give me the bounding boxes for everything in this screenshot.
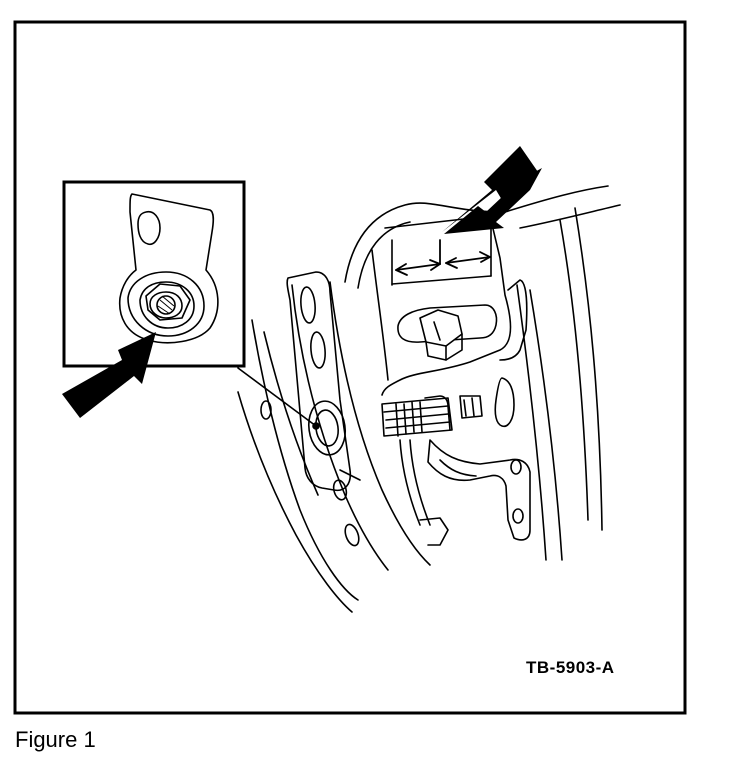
body-panel-lines (237, 185, 621, 613)
main-bolt-icon (419, 309, 463, 361)
nut-icon (145, 283, 191, 321)
dimension-arrows (395, 239, 491, 276)
figure-caption: Figure 1 (15, 727, 96, 752)
adjustment-pointer-arrow-icon (442, 146, 538, 232)
figure-frame (13, 20, 687, 715)
figure-reference-code: TB-5903-A (526, 658, 615, 677)
door-panel (371, 215, 528, 396)
detail-inset (62, 180, 246, 368)
nut-pointer-arrow-icon (62, 332, 156, 418)
hinge-plate (260, 271, 361, 547)
callout-leader-line (237, 367, 317, 427)
adjustment-pointer-arrow-icon (444, 168, 542, 234)
lower-hinge (381, 377, 531, 546)
